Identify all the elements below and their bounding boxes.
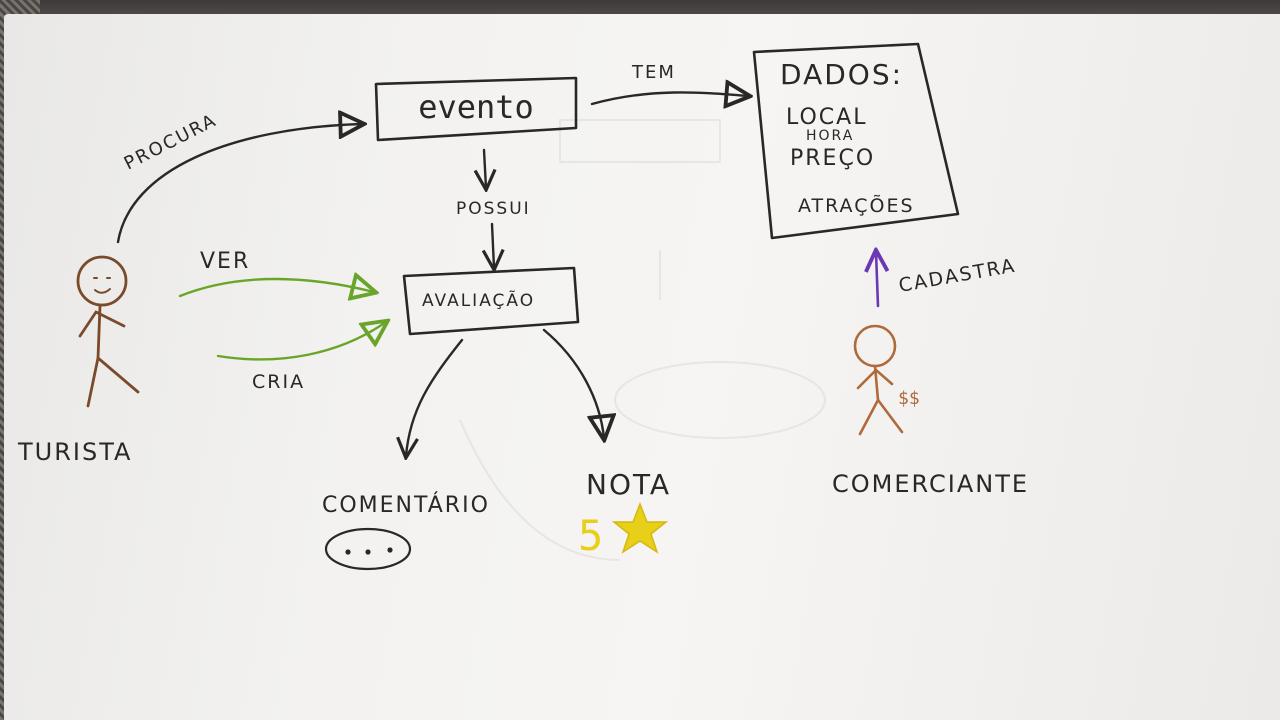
avaliacao-node: AVALIAÇÃO: [402, 266, 580, 336]
evento-node: evento: [374, 76, 578, 142]
edge-label-possui: POSSUI: [456, 199, 531, 219]
edge-label-cria: CRIA: [252, 371, 305, 393]
money-symbol: $$: [898, 388, 920, 409]
evento-label: evento: [418, 88, 534, 126]
edge-possui-bottom: [492, 222, 494, 268]
edge-procura: [116, 124, 362, 244]
star-icon: [611, 501, 669, 554]
edge-possui-top: [484, 148, 486, 188]
turista-label: TURISTA: [17, 438, 132, 466]
edge-tem: [590, 92, 748, 104]
turista-figure: [76, 255, 140, 408]
dados-item-preco: PREÇO: [790, 146, 875, 171]
edge-nota: [542, 328, 604, 438]
ghost-sketch: [459, 119, 826, 561]
comerciante-label: COMERCIANTE: [832, 470, 1029, 498]
edge-ver: [178, 279, 374, 296]
nota-value: 5: [578, 511, 603, 560]
speech-bubble-icon: [324, 527, 412, 571]
edge-label-procura: PROCURA: [121, 110, 221, 175]
edge-label-tem: TEM: [631, 62, 676, 83]
edge-comentario: [406, 338, 464, 456]
avaliacao-label: AVALIAÇÃO: [422, 289, 535, 311]
comerciante-figure: [853, 324, 904, 436]
paper-sheet: [4, 14, 1280, 720]
dados-item-atracoes: ATRAÇÕES: [798, 194, 915, 217]
comentario-label: COMENTÁRIO: [322, 492, 490, 518]
dados-item-hora: HORA: [806, 128, 854, 144]
nota-label: NOTA: [586, 468, 671, 501]
edge-label-ver: VER: [200, 249, 250, 274]
edges-black: [116, 92, 748, 456]
edge-cria: [216, 322, 386, 361]
dados-node: DADOS: LOCAL HORA PREÇO ATRAÇÕES: [752, 42, 960, 240]
edge-cadastra: [876, 252, 878, 308]
dados-item-local: LOCAL: [786, 105, 867, 130]
edge-label-cadastra: CADASTRA: [897, 255, 1018, 297]
edges-green: [178, 279, 386, 361]
dados-title: DADOS:: [780, 58, 903, 91]
